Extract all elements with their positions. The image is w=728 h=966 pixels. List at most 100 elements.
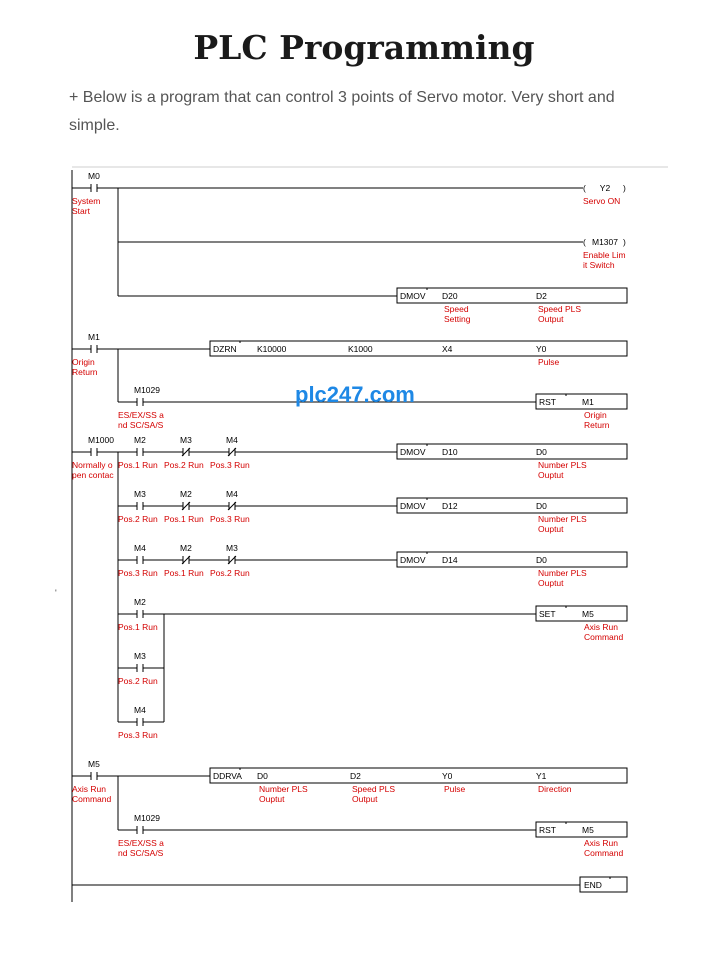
contact-device-label: M3 (180, 435, 192, 445)
instruction-mnemonic: DMOV (400, 501, 426, 511)
contact-comment: Pos.1 Run (118, 622, 158, 632)
instruction-operand: D10 (442, 447, 458, 457)
operand-comment: Number PLS (538, 460, 587, 470)
operand-comment: Return (584, 420, 610, 430)
operand-comment: Ouptut (538, 524, 564, 534)
instruction-operand: D14 (442, 555, 458, 565)
operand-comment: Speed (444, 304, 469, 314)
coil-open-paren: ( (583, 183, 586, 193)
instruction-mnemonic: SET (539, 609, 556, 619)
nc-contact-symbol (224, 447, 240, 457)
contact-comment: Pos.3 Run (210, 460, 250, 470)
contact-device-label: M3 (134, 651, 146, 661)
no-contact-symbol (132, 398, 148, 406)
instruction-operand: M5 (582, 825, 594, 835)
instruction-box (535, 821, 628, 838)
instruction-operand: D0 (536, 555, 547, 565)
contact-comment: nd SC/SA/S (118, 848, 164, 858)
instruction-operand: D0 (257, 771, 268, 781)
no-contact-symbol (132, 556, 148, 564)
contact-device-label: M3 (226, 543, 238, 553)
operand-comment: Ouptut (259, 794, 285, 804)
coil-device-label: Y2 (600, 183, 611, 193)
instruction-operand: M1 (582, 397, 594, 407)
no-contact-symbol (86, 345, 102, 353)
contact-comment: nd SC/SA/S (118, 420, 164, 430)
contact-device-label: M4 (134, 543, 146, 553)
instruction-box (209, 767, 628, 784)
contact-comment: Command (72, 794, 111, 804)
contact-device-label: M2 (180, 489, 192, 499)
ladder-elements: M0SystemStartM1OriginReturnM1029ES/EX/SS… (72, 171, 628, 893)
coil-comment: Enable Lim (583, 250, 626, 260)
coil-close-paren: ) (623, 237, 626, 247)
operand-comment: Pulse (538, 357, 560, 367)
contact-comment: Pos.2 Run (118, 514, 158, 524)
nc-contact-symbol (224, 501, 240, 511)
contact-comment: Pos.1 Run (164, 514, 204, 524)
instruction-mnemonic: DDRVA (213, 771, 242, 781)
instruction-operand: D2 (536, 291, 547, 301)
instruction-box (535, 393, 628, 410)
instruction-box (396, 551, 628, 568)
contact-device-label: M4 (134, 705, 146, 715)
no-contact-symbol (132, 826, 148, 834)
no-contact-symbol (86, 448, 102, 456)
instruction-operand: D2 (350, 771, 361, 781)
instruction-operand: Y1 (536, 771, 547, 781)
operand-comment: Output (538, 314, 564, 324)
contact-comment: Pos.3 Run (210, 514, 250, 524)
no-contact-symbol (132, 664, 148, 672)
contact-comment: Pos.2 Run (118, 676, 158, 686)
page-title: PLC Programming (193, 28, 535, 67)
nc-contact-symbol (178, 447, 194, 457)
contact-device-label: M0 (88, 171, 100, 181)
instruction-operand: M5 (582, 609, 594, 619)
nc-contact-symbol (178, 555, 194, 565)
coil-comment: Servo ON (583, 196, 620, 206)
watermark: plc247.com (295, 382, 415, 407)
contact-device-label: M3 (134, 489, 146, 499)
instruction-operand: X4 (442, 344, 453, 354)
nc-contact-symbol (178, 501, 194, 511)
instruction-mnemonic: DZRN (213, 344, 237, 354)
contact-device-label: M1000 (88, 435, 114, 445)
contact-device-label: M1 (88, 332, 100, 342)
no-contact-symbol (86, 184, 102, 192)
coil-comment: it Switch (583, 260, 615, 270)
contact-comment: Start (72, 206, 91, 216)
no-contact-symbol (132, 448, 148, 456)
instruction-box (396, 287, 628, 304)
contact-comment: System (72, 196, 100, 206)
operand-comment: Ouptut (538, 578, 564, 588)
contact-comment: Pos.2 Run (210, 568, 250, 578)
intro-paragraph: + Below is a program that can control 3 … (69, 89, 615, 134)
no-contact-symbol (132, 718, 148, 726)
contact-device-label: M5 (88, 759, 100, 769)
operand-comment: Number PLS (538, 568, 587, 578)
operand-comment: Direction (538, 784, 572, 794)
instruction-operand: D0 (536, 501, 547, 511)
contact-comment: Pos.2 Run (164, 460, 204, 470)
stray-mark: ' (55, 588, 57, 598)
contact-device-label: M1029 (134, 385, 160, 395)
contact-comment: Axis Run (72, 784, 106, 794)
operand-comment: Command (584, 848, 623, 858)
